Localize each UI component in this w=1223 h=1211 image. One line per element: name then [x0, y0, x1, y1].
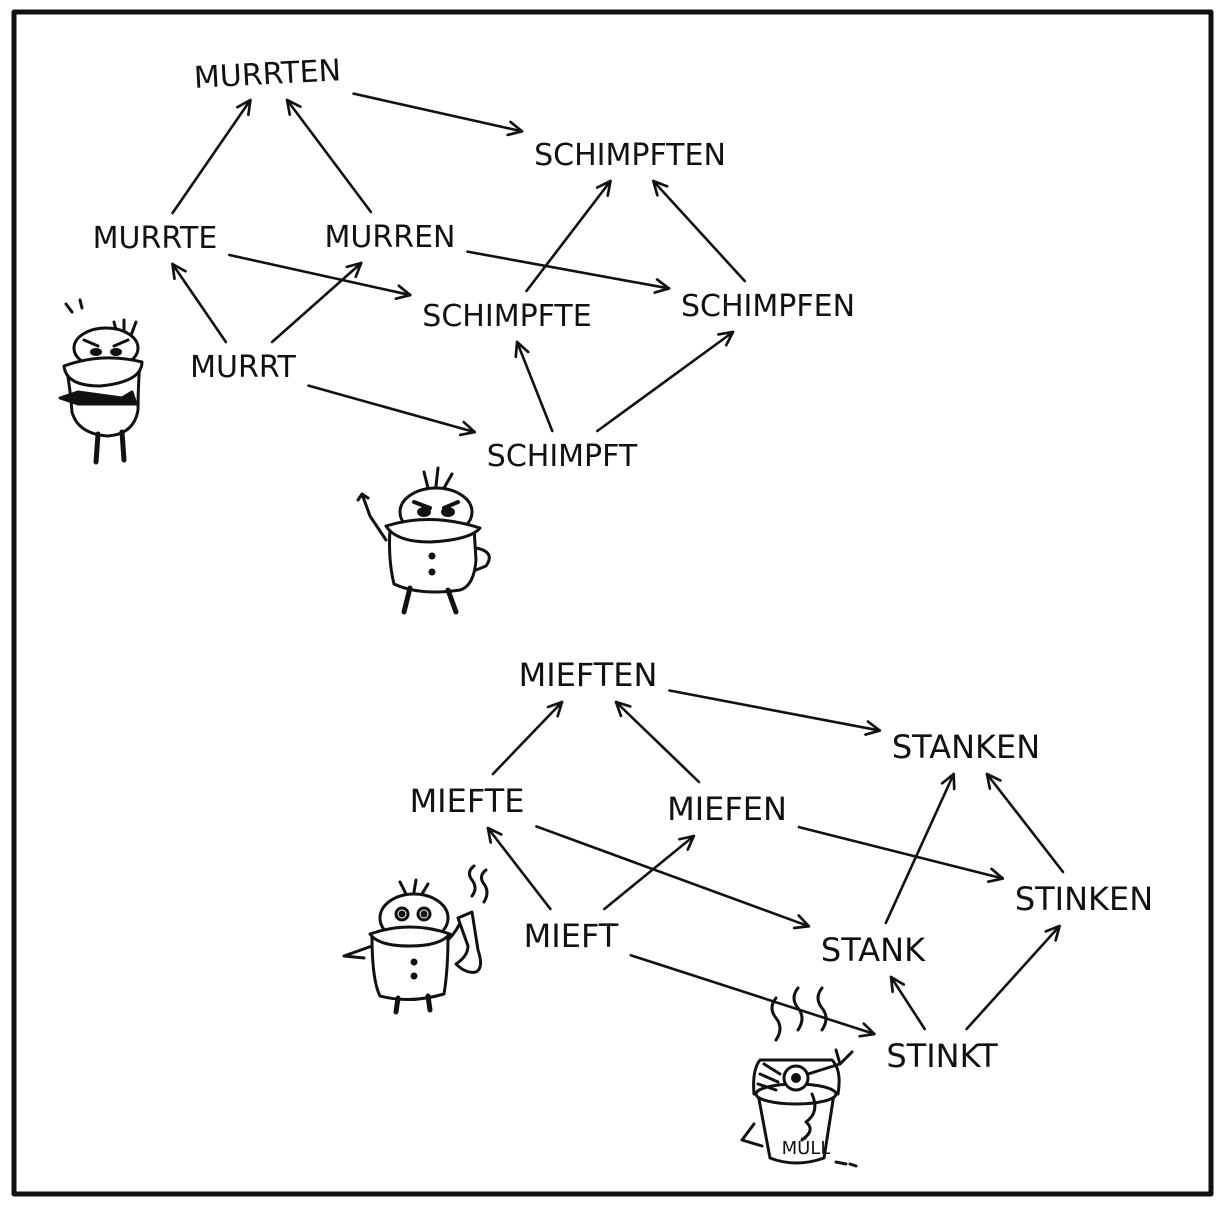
word-graph-bottom: MIEFTEN STANKEN MIEFTE MIEFEN STINKEN MI…	[410, 656, 1154, 1075]
word-miefen: MIEFEN	[667, 790, 787, 828]
arrow-murren-to-schimpfen	[466, 250, 671, 294]
edges-bottom	[486, 689, 1065, 1038]
arrow-stank-to-stanken	[884, 772, 956, 925]
arrow-stinken-to-stanken	[985, 772, 1065, 874]
word-schimpften: SCHIMPFTEN	[534, 138, 726, 173]
arrow-schimpft-to-schimpfen	[595, 330, 735, 433]
arrow-murrt-to-murren	[270, 261, 363, 344]
robot-with-sock	[342, 864, 489, 1015]
arrow-murrten-to-schimpften	[352, 92, 524, 137]
arrow-mieft-to-miefte	[486, 826, 552, 911]
word-murrt: MURRT	[190, 350, 296, 385]
word-schimpft: SCHIMPFT	[487, 439, 638, 474]
word-graph-top: MURRTEN SCHIMPFTEN MURRTE MURREN SCHIMPF…	[93, 53, 855, 474]
arrow-miefte-to-stank	[535, 825, 811, 930]
word-schimpfen: SCHIMPFEN	[681, 289, 855, 324]
word-murrte: MURRTE	[93, 221, 218, 256]
arrow-mieft-to-miefen	[603, 834, 696, 911]
word-stank: STANK	[821, 931, 926, 969]
trash-bin-illustration: MÜLL	[740, 986, 858, 1168]
trash-bin-label: MÜLL	[782, 1137, 831, 1159]
word-stinkt: STINKT	[886, 1037, 998, 1075]
arrow-schimpft-to-schimpfte	[514, 340, 554, 433]
word-mieften: MIEFTEN	[519, 656, 658, 694]
panel-border	[11, 9, 1214, 1197]
arrow-mieft-to-stinkt	[629, 953, 876, 1038]
arrow-miefen-to-stinken	[797, 825, 1005, 884]
word-stinken: STINKEN	[1015, 880, 1153, 918]
arrow-murrte-to-schimpfte	[228, 253, 412, 301]
scolding-robot	[356, 466, 491, 615]
arrow-miefte-to-mieften	[491, 700, 564, 776]
word-murrten: MURRTEN	[193, 53, 342, 96]
arrow-murrt-to-schimpft	[307, 384, 477, 437]
arrow-miefen-to-mieften	[614, 700, 701, 784]
arrow-schimpfte-to-schimpften	[525, 179, 612, 293]
grumpy-robot-crossed-arms	[58, 298, 144, 465]
word-schimpfte: SCHIMPFTE	[422, 299, 591, 334]
arrow-murren-to-murrten	[285, 98, 373, 214]
word-miefte: MIEFTE	[410, 782, 525, 820]
word-murren: MURREN	[325, 220, 456, 255]
arrow-stinkt-to-stinken	[965, 924, 1061, 1031]
arrow-schimpfen-to-schimpften	[651, 179, 746, 283]
arrow-mieften-to-stanken	[668, 689, 882, 736]
word-stanken: STANKEN	[892, 728, 1040, 766]
arrow-murrte-to-murrten	[171, 98, 252, 215]
edges-top	[171, 92, 746, 437]
word-mieft: MIEFT	[524, 917, 619, 955]
arrow-murrt-to-murrte	[171, 262, 228, 344]
arrow-stinkt-to-stank	[889, 975, 927, 1031]
